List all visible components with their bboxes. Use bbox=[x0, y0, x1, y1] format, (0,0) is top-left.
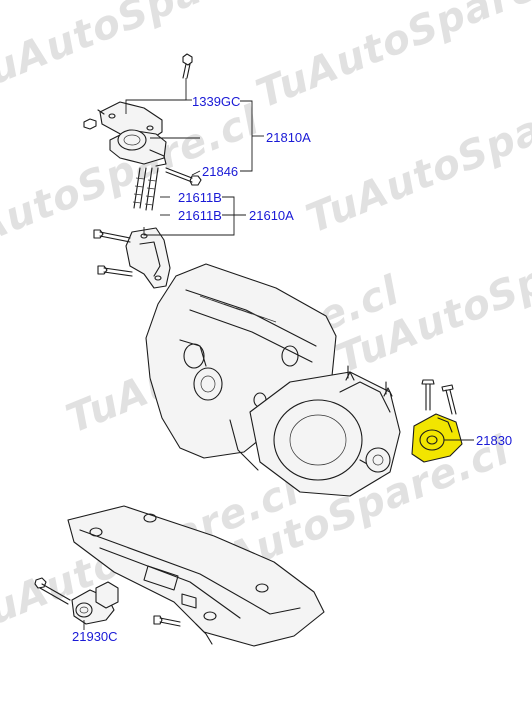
front-subframe bbox=[67, 505, 325, 647]
part-label-21810a[interactable]: 21810A bbox=[266, 130, 311, 145]
leader-lines bbox=[83, 78, 474, 630]
part-label-1339gc[interactable]: 1339GC bbox=[192, 94, 241, 109]
bolt-1339gc[interactable] bbox=[182, 53, 193, 79]
bolt-21846[interactable] bbox=[165, 167, 202, 186]
engine-mount-lower-bracket-21610a[interactable] bbox=[93, 227, 171, 289]
part-label-21846[interactable]: 21846 bbox=[202, 164, 239, 179]
roll-stopper-21930c[interactable] bbox=[34, 577, 119, 625]
engine-mount-bracket-21810a[interactable] bbox=[83, 101, 167, 167]
engine-assembly bbox=[145, 263, 401, 497]
transmission-mount-21830[interactable] bbox=[411, 379, 463, 463]
part-label-21611b-top[interactable]: 21611B bbox=[178, 190, 222, 205]
stud-21611b[interactable] bbox=[132, 167, 159, 211]
part-label-21610a[interactable]: 21610A bbox=[249, 208, 294, 223]
part-label-21830[interactable]: 21830 bbox=[476, 433, 513, 448]
part-label-21611b-bottom[interactable]: 21611B bbox=[178, 208, 222, 223]
part-label-21930c[interactable]: 21930C bbox=[72, 629, 118, 644]
